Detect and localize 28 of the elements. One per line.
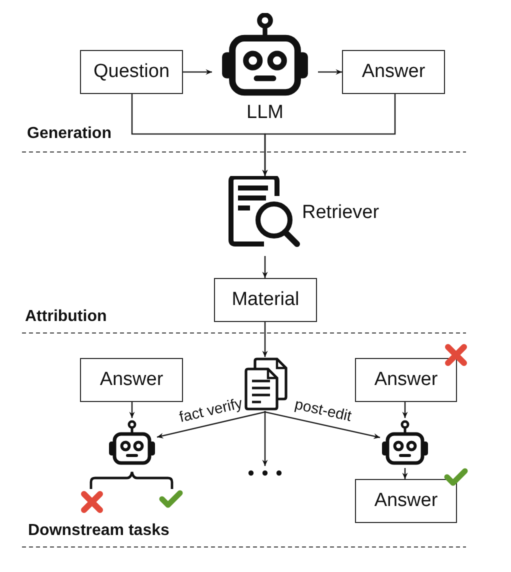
- process-box: [355, 479, 457, 523]
- arrow: [262, 322, 268, 357]
- section-title: Generation: [27, 125, 112, 143]
- arrow: [129, 402, 135, 418]
- process-box: [80, 50, 183, 94]
- arrow: [262, 411, 268, 466]
- box-label: Material: [232, 289, 300, 311]
- retriever-label: Retriever: [302, 202, 380, 224]
- box-label: Answer: [100, 369, 164, 391]
- process-box: [214, 278, 317, 322]
- model-label: LLM: [246, 102, 284, 123]
- box-label: Answer: [374, 490, 438, 512]
- arrow: [262, 94, 396, 176]
- arrow: [318, 69, 342, 75]
- section-title: Downstream tasks: [28, 522, 170, 540]
- arrow: [402, 468, 408, 479]
- arrow: [183, 69, 212, 75]
- arrow: [156, 410, 266, 438]
- arrow: [262, 256, 268, 278]
- box-label: Question: [93, 61, 170, 83]
- box-label: Answer: [374, 369, 438, 391]
- process-box: [355, 358, 457, 402]
- process-box: [342, 50, 445, 94]
- arrow: [402, 402, 408, 418]
- box-label: Answer: [362, 61, 426, 83]
- process-box: [80, 358, 183, 402]
- section-title: Attribution: [25, 308, 107, 326]
- arrow: [264, 410, 380, 439]
